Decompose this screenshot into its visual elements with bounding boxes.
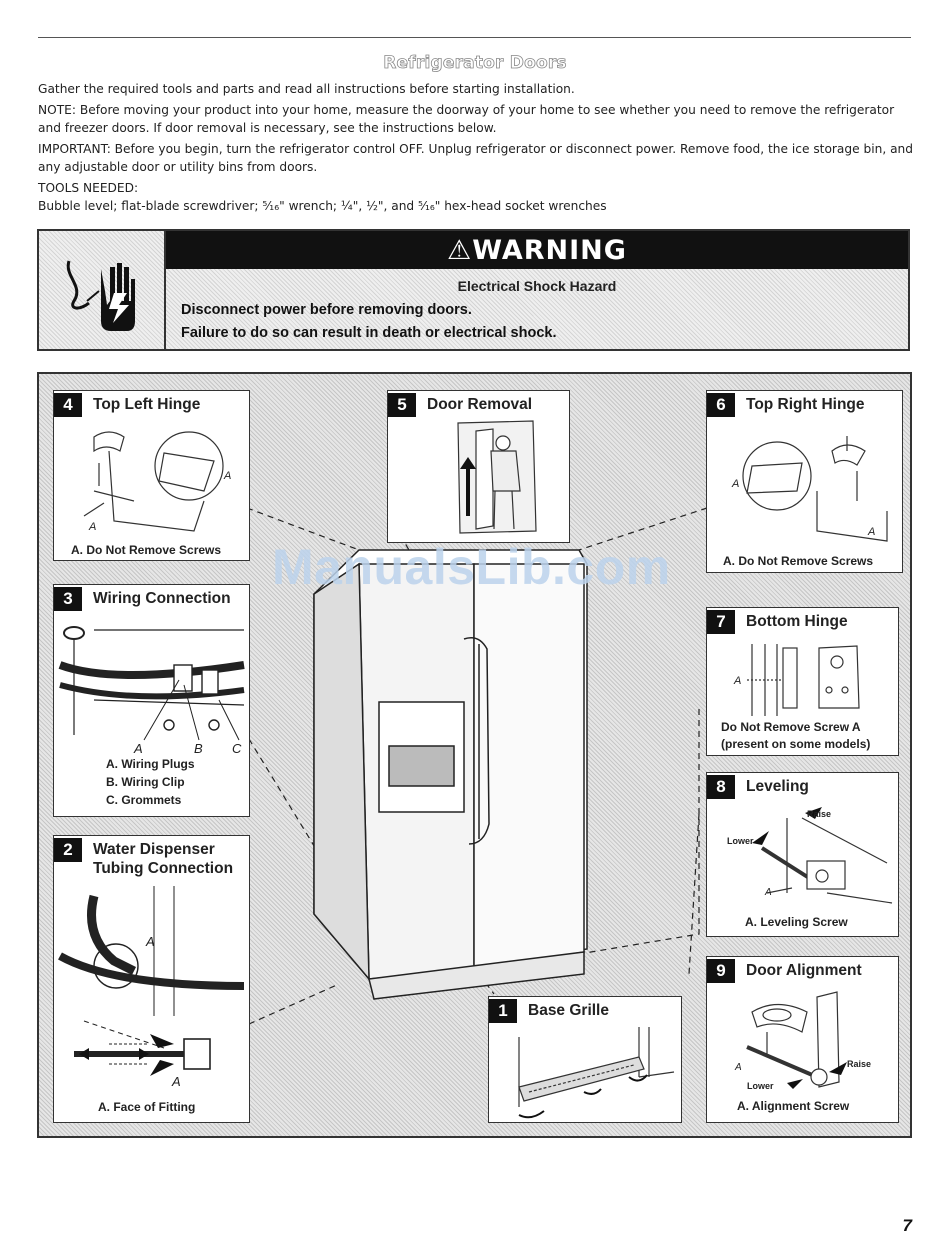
raise-label: Raise	[847, 1059, 871, 1069]
lower-label: Lower	[747, 1081, 774, 1091]
intro-text: Gather the required tools and parts and …	[38, 80, 914, 218]
warning-subheading: Electrical Shock Hazard	[457, 278, 617, 294]
watermark-text: ManualsLib.com	[272, 539, 671, 595]
step-caption: A. Alignment Screw	[737, 1099, 850, 1113]
step-8-leveling: 8 Leveling Raise Lower A A. Leveling Scr…	[706, 772, 899, 937]
step-6-top-right-hinge: 6 Top Right Hinge A A A. Do Not Remove S…	[706, 390, 903, 573]
svg-text:A: A	[133, 741, 143, 756]
svg-text:C: C	[232, 741, 242, 756]
step-title: Base Grille	[528, 1002, 609, 1019]
svg-text:A: A	[867, 526, 875, 538]
marker-a: A	[223, 470, 231, 482]
step-title: Door Alignment	[746, 962, 862, 979]
step-number: 2	[54, 838, 82, 862]
step-number: 3	[54, 587, 82, 611]
top-right-hinge-illustration: A A	[731, 436, 888, 542]
top-left-hinge-illustration: A A	[83, 431, 231, 533]
step-number: 1	[489, 999, 517, 1023]
step-9-door-alignment: 9 Door Alignment Raise Lower A A. Alignm…	[706, 956, 899, 1123]
wiring-connection-illustration: A B C	[58, 626, 245, 756]
svg-text:A: A	[88, 521, 96, 533]
warning-box: ⚠WARNING Electrical Shock Hazard Disconn…	[37, 229, 910, 351]
water-tubing-illustration: A A	[58, 886, 245, 1089]
step-7-bottom-hinge: 7 Bottom Hinge A Do Not Remove Screw A (…	[706, 607, 899, 756]
svg-text:A: A	[733, 675, 741, 687]
step-caption-2: (present on some models)	[721, 737, 871, 751]
step-caption-2: B. Wiring Clip	[106, 775, 185, 789]
lower-label: Lower	[727, 836, 754, 846]
tools-list: Bubble level; flat-blade screwdriver; ⁵⁄…	[38, 199, 607, 213]
svg-text:A: A	[764, 887, 772, 898]
step-number: 4	[54, 393, 82, 417]
step-caption-1: Do Not Remove Screw A	[721, 720, 861, 734]
step-number: 5	[388, 393, 416, 417]
step-title: Top Left Hinge	[93, 396, 201, 413]
step-caption-1: A. Wiring Plugs	[106, 757, 195, 771]
intro-important: IMPORTANT: Before you begin, turn the re…	[38, 142, 914, 174]
warning-heading: ⚠WARNING	[166, 231, 908, 269]
page-title: Refrigerator Doors	[383, 53, 567, 74]
bottom-hinge-illustration: A	[733, 644, 860, 716]
step-2-water-dispenser-tubing: 2 Water Dispenser Tubing Connection A A …	[53, 835, 250, 1123]
base-grille-illustration	[518, 1027, 675, 1119]
step-caption: A. Do Not Remove Screws	[723, 554, 874, 568]
raise-label: Raise	[807, 809, 831, 819]
door-removal-diagram: ManualsLib.com 4 Top Left Hinge A A A. D…	[37, 372, 912, 1138]
step-4-top-left-hinge: 4 Top Left Hinge A A A. Do Not Remove Sc…	[53, 390, 250, 561]
leveling-illustration: Raise Lower A	[727, 807, 893, 904]
step-number: 6	[707, 393, 735, 417]
intro-note: NOTE: Before moving your product into yo…	[38, 103, 895, 135]
page-number: 7	[902, 1216, 912, 1235]
svg-text:B: B	[194, 741, 203, 756]
intro-paragraph-1: Gather the required tools and parts and …	[38, 82, 575, 96]
svg-text:A: A	[145, 934, 155, 949]
step-title: Door Removal	[427, 396, 533, 413]
refrigerator-illustration	[246, 507, 708, 1025]
step-number: 9	[707, 959, 735, 983]
warning-line-1: Disconnect power before removing doors.	[181, 302, 472, 318]
door-alignment-illustration: Raise Lower A	[734, 991, 871, 1091]
step-title: Bottom Hinge	[746, 613, 848, 630]
step-3-wiring-connection: 3 Wiring Connection A B C A. Wiring Plug…	[53, 584, 250, 817]
svg-text:A: A	[731, 478, 739, 490]
top-rule	[38, 37, 911, 38]
step-title-line-2: Tubing Connection	[93, 860, 234, 877]
step-5-door-removal: 5 Door Removal	[387, 390, 570, 543]
step-number: 7	[707, 610, 735, 634]
door-removal-illustration	[457, 420, 537, 534]
step-caption: A. Face of Fitting	[98, 1100, 196, 1114]
step-number: 8	[707, 775, 735, 799]
step-caption-3: C. Grommets	[106, 793, 182, 807]
step-title-line-1: Water Dispenser	[93, 841, 215, 858]
step-title: Top Right Hinge	[746, 396, 865, 413]
step-title: Leveling	[746, 778, 809, 795]
shock-hazard-icon	[39, 231, 166, 349]
svg-text:A: A	[171, 1074, 181, 1089]
tools-label: TOOLS NEEDED:	[38, 181, 139, 195]
step-caption: A. Do Not Remove Screws	[71, 543, 222, 557]
step-caption: A. Leveling Screw	[745, 915, 848, 929]
step-title: Wiring Connection	[93, 590, 231, 607]
warning-line-2: Failure to do so can result in death or …	[181, 325, 557, 341]
step-1-base-grille: 1 Base Grille	[488, 996, 682, 1123]
svg-text:A: A	[734, 1062, 742, 1073]
